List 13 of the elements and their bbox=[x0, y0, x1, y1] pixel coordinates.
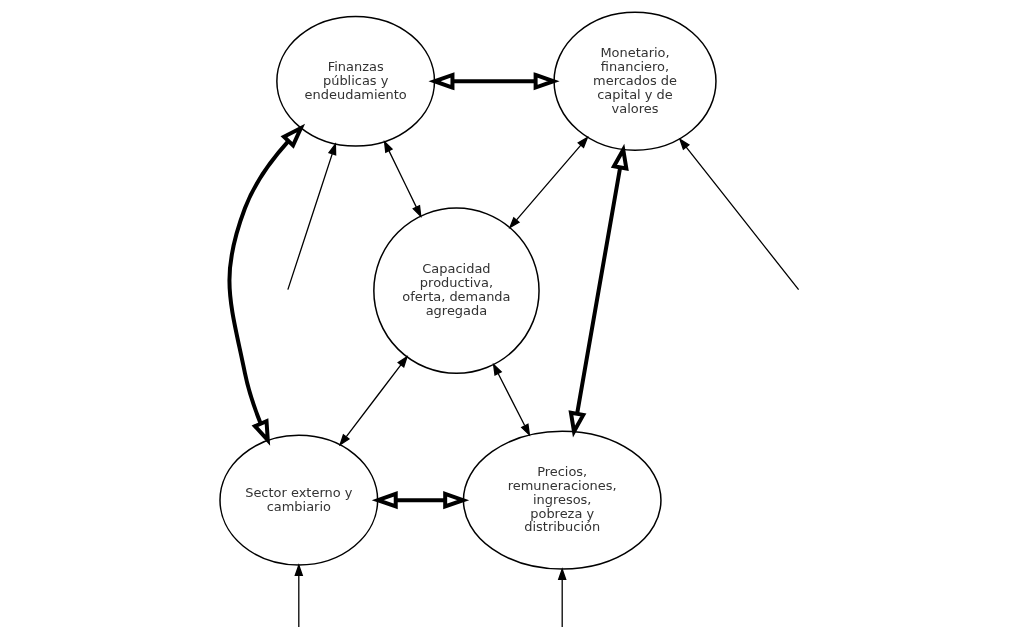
arrow bbox=[294, 563, 304, 628]
arrow bbox=[287, 142, 337, 291]
arrow bbox=[678, 137, 800, 291]
arrow bbox=[338, 355, 409, 447]
arrow bbox=[371, 491, 470, 510]
arrow bbox=[557, 567, 567, 628]
node-ellipse: Precios, remuneraciones, ingresos, pobreza y distribución bbox=[462, 430, 662, 570]
arrow bbox=[568, 143, 629, 438]
arrow bbox=[492, 362, 531, 437]
arrow bbox=[428, 72, 560, 91]
arrow bbox=[508, 136, 589, 230]
arrow bbox=[383, 139, 422, 218]
arrow bbox=[227, 123, 306, 446]
